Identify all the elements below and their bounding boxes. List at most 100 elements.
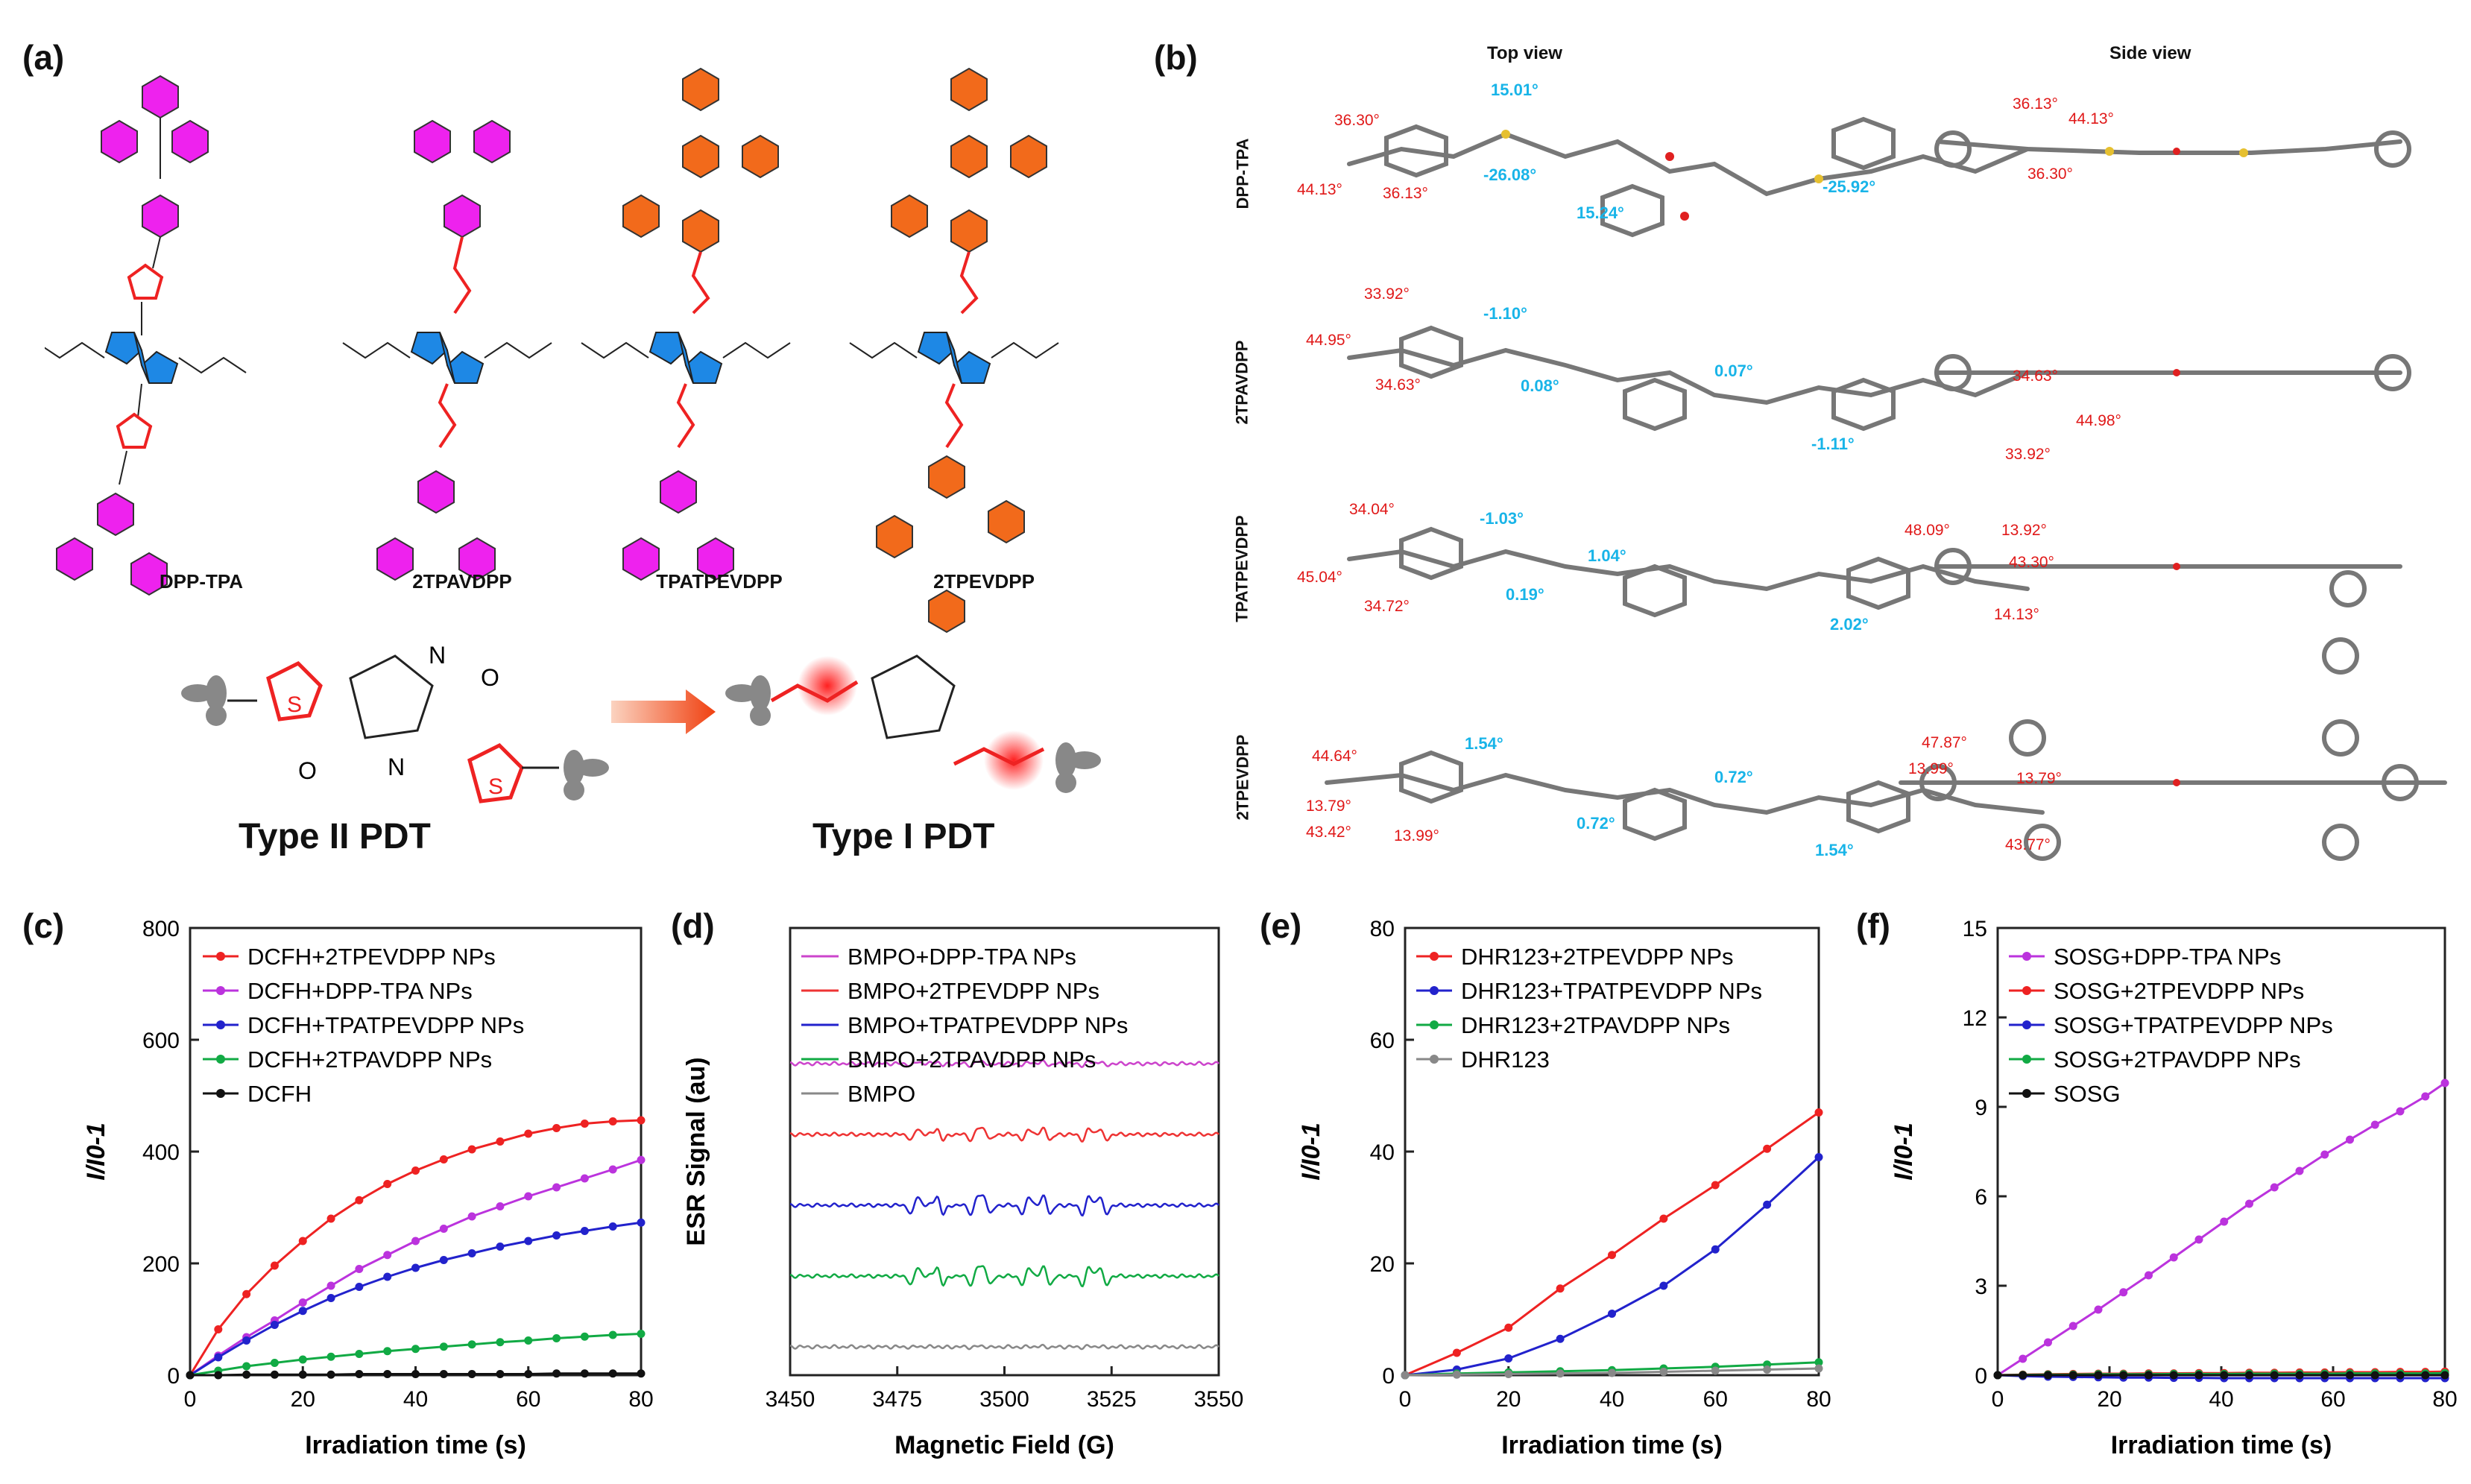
x-tick-label: 3525 (1087, 1387, 1137, 1412)
data-point (186, 1371, 195, 1380)
data-point (1814, 1108, 1823, 1117)
data-point (214, 1371, 223, 1380)
data-point (242, 1370, 251, 1379)
legend-marker (216, 1020, 225, 1029)
data-point (1452, 1370, 1461, 1379)
side-view-title: Side view (2109, 43, 2191, 63)
panel-label-d: (d) (671, 906, 715, 945)
series-line (1404, 1111, 1820, 1377)
data-point (2068, 1371, 2077, 1380)
angle-r1-2: 44.13° (1297, 181, 1342, 198)
angle-r2-c1: -1.10° (1483, 304, 1527, 323)
data-point (467, 1212, 476, 1221)
angle-r4-1: 44.64° (1312, 748, 1357, 765)
data-point (2145, 1371, 2153, 1380)
angle-r4-5: 47.87° (1922, 734, 1967, 751)
x-axis-label: Magnetic Field (G) (894, 1431, 1114, 1459)
data-point (2019, 1371, 2027, 1380)
data-point (355, 1283, 364, 1291)
angle-r4-c2: 0.72° (1714, 768, 1753, 786)
data-point (411, 1345, 420, 1354)
angle-r3-2: 45.04° (1297, 569, 1342, 586)
panel-a-structures: S O N O N S (45, 68, 1101, 803)
nitrogen-label: N (429, 642, 446, 669)
y-tick-label: 20 (1370, 1252, 1395, 1277)
angle-r3-7: 14.13° (1994, 606, 2039, 623)
y-tick-label: 600 (142, 1029, 180, 1053)
data-point (1763, 1365, 1772, 1374)
data-point (326, 1294, 335, 1302)
x-tick-label: 0 (1992, 1387, 2004, 1412)
data-point (326, 1214, 335, 1223)
legend-label: DHR123+TPATPEVDPP NPs (1461, 978, 1762, 1004)
y-axis-label: I/I0-1 (82, 1123, 110, 1180)
angle-r3-5: 13.92° (2001, 522, 2047, 539)
molecule-label-2tpavdpp: 2TPAVDPP (412, 570, 512, 593)
y-tick-label: 80 (1370, 917, 1395, 941)
data-point (580, 1369, 589, 1378)
data-point (383, 1180, 392, 1188)
data-point (2421, 1371, 2430, 1380)
x-tick-label: 60 (1703, 1387, 1728, 1412)
data-point (580, 1332, 589, 1341)
data-point (552, 1183, 561, 1192)
data-point (637, 1116, 646, 1125)
data-point (2044, 1371, 2052, 1380)
panel-b-structures (1325, 116, 2447, 861)
angle-r1-4: 36.13° (2013, 95, 2058, 113)
data-point (298, 1307, 307, 1316)
data-point (496, 1202, 505, 1210)
data-point (1504, 1370, 1513, 1378)
angle-r2-6: 33.92° (2005, 446, 2051, 463)
x-tick-label: 80 (2432, 1387, 2457, 1412)
data-point (1711, 1366, 1720, 1375)
angle-r4-7: 13.79° (2016, 770, 2062, 787)
angle-r1-1: 36.30° (1334, 112, 1380, 129)
data-point (1814, 1364, 1823, 1373)
data-point (298, 1355, 307, 1364)
angle-r1-c3: 15.24° (1577, 203, 1624, 222)
angle-r1-c1: 15.01° (1491, 80, 1539, 99)
y-tick-label: 9 (1975, 1096, 1987, 1120)
angle-r4-2: 13.79° (1306, 798, 1351, 815)
x-tick-label: 40 (2209, 1387, 2233, 1412)
data-point (467, 1145, 476, 1154)
legend-marker (216, 986, 225, 995)
angle-r4-3: 43.42° (1306, 824, 1351, 841)
data-point (467, 1249, 476, 1257)
x-tick-label: 0 (1399, 1387, 1412, 1412)
data-point (580, 1227, 589, 1235)
x-tick-label: 3450 (766, 1387, 815, 1412)
type-ii-pdt-label: Type II PDT (239, 817, 431, 856)
y-tick-label: 800 (142, 917, 180, 941)
data-point (439, 1342, 448, 1351)
data-point (242, 1289, 251, 1298)
data-point (2220, 1217, 2229, 1226)
panel-label-c: (c) (22, 906, 65, 945)
type-ii-scheme: S O N O N S (181, 642, 609, 803)
legend-marker (216, 1089, 225, 1098)
x-tick-label: 60 (516, 1387, 540, 1412)
data-point (411, 1237, 420, 1245)
data-point (2346, 1371, 2354, 1380)
type-i-scheme (725, 654, 1101, 793)
data-point (270, 1321, 279, 1329)
series-line (1404, 1156, 1820, 1377)
y-tick-label: 0 (1382, 1364, 1395, 1389)
data-point (326, 1370, 335, 1379)
data-point (355, 1265, 364, 1273)
legend-label: SOSG+2TPAVDPP NPs (2054, 1046, 2301, 1073)
data-point (439, 1256, 448, 1264)
data-point (1763, 1144, 1772, 1153)
data-point (2019, 1354, 2027, 1363)
data-point (2295, 1166, 2304, 1175)
angle-r3-c1: -1.03° (1480, 509, 1524, 528)
data-point (2094, 1305, 2103, 1314)
angle-r4-c4: 1.54° (1815, 841, 1854, 859)
data-point (637, 1155, 646, 1164)
data-point (2169, 1253, 2178, 1262)
data-point (411, 1370, 420, 1378)
data-point (214, 1353, 223, 1362)
